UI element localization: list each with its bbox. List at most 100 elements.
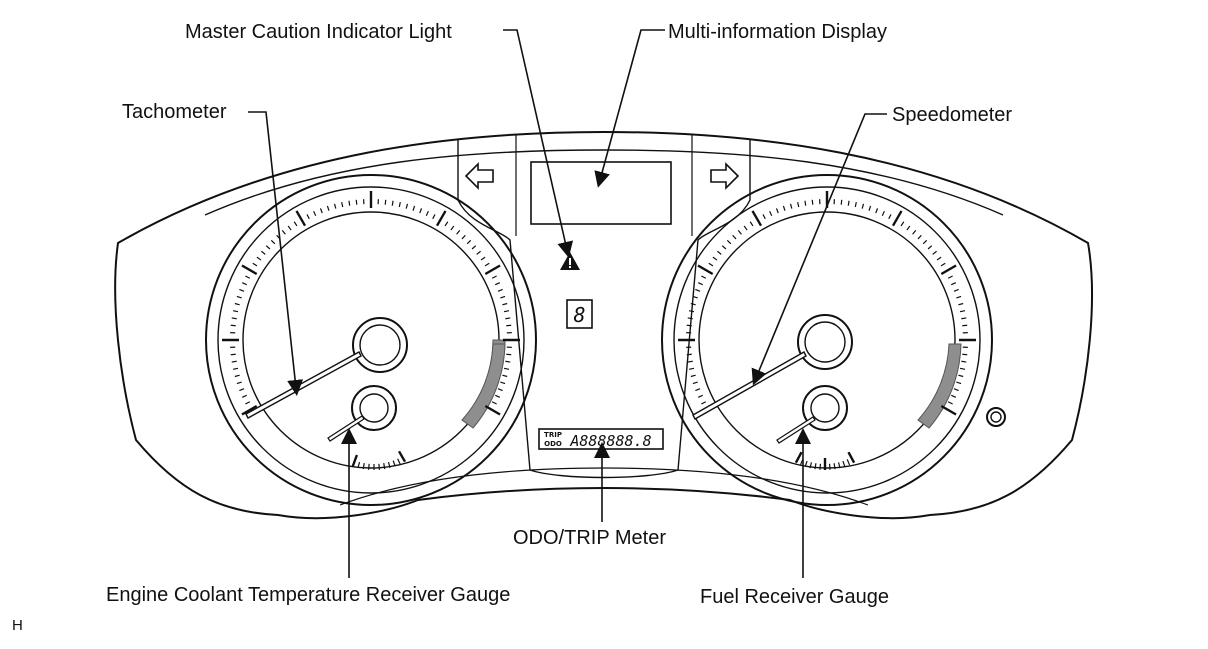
minor-tick [722, 246, 726, 249]
minor-tick [495, 395, 500, 397]
major-tick [753, 211, 762, 226]
minor-tick [954, 389, 959, 391]
minor-tick [261, 251, 265, 254]
minor-tick [709, 263, 713, 266]
minor-tick [472, 246, 476, 249]
minor-tick [294, 222, 297, 226]
minor-tick [923, 240, 927, 244]
minor-tick [384, 463, 385, 469]
major-tick [353, 455, 357, 466]
speedometer-red-zone [918, 344, 961, 428]
minor-tick [235, 304, 240, 305]
minor-tick [937, 257, 941, 260]
label-speedometer: Speedometer [892, 105, 1012, 125]
minor-tick [698, 283, 703, 285]
label-master-caution: Master Caution Indicator Light [185, 22, 452, 42]
minor-tick [958, 304, 963, 305]
minor-tick [307, 214, 309, 218]
minor-tick [426, 211, 428, 216]
speedometer-ticks [678, 191, 976, 415]
minor-tick [498, 289, 503, 291]
minor-tick [815, 463, 816, 469]
minor-tick [239, 289, 244, 291]
speedometer-needle [693, 352, 806, 419]
minor-tick [713, 257, 717, 260]
major-tick [796, 452, 802, 463]
odo-tag: ODO [544, 440, 562, 448]
odo-digits: A888888.8 [569, 432, 651, 450]
leader-master-caution [503, 30, 567, 250]
minor-tick [237, 382, 242, 384]
minor-tick [948, 276, 952, 278]
minor-tick [948, 402, 952, 404]
minor-tick [467, 240, 471, 244]
minor-tick [239, 389, 244, 391]
minor-tick [232, 318, 237, 319]
minor-tick [420, 208, 422, 213]
fuel-needle [777, 417, 815, 443]
minor-tick [502, 304, 507, 305]
minor-tick [951, 283, 956, 285]
minor-tick [812, 200, 813, 205]
minor-tick [855, 202, 856, 207]
minor-tick [245, 402, 249, 404]
label-tachometer: Tachometer [122, 102, 227, 122]
minor-tick [701, 276, 705, 278]
minor-tick [701, 402, 705, 404]
minor-tick [233, 368, 238, 369]
minor-tick [500, 382, 505, 384]
trip-tag: TRIP [544, 431, 562, 439]
minor-tick [399, 202, 400, 207]
minor-tick [495, 283, 500, 285]
minor-tick [882, 211, 884, 216]
minor-tick [237, 296, 242, 298]
minor-tick [385, 200, 386, 205]
minor-tick [889, 214, 891, 218]
minor-tick [691, 375, 696, 376]
minor-tick [320, 208, 322, 213]
minor-tick [960, 368, 965, 369]
minor-tick [691, 304, 696, 305]
minor-tick [288, 226, 291, 230]
minor-tick [869, 206, 871, 211]
minor-tick [392, 201, 393, 206]
tachometer-ticks [222, 191, 520, 415]
leader-multi-info [600, 30, 665, 180]
minor-tick [738, 230, 741, 234]
minor-tick [901, 222, 904, 226]
minor-tick [327, 206, 329, 211]
minor-tick [956, 296, 961, 298]
minor-tick [941, 263, 945, 266]
major-tick [848, 452, 854, 463]
minor-tick [504, 368, 509, 369]
minor-tick [451, 226, 454, 230]
major-tick [941, 266, 956, 275]
minor-tick [231, 325, 236, 326]
speedometer-gauge [662, 175, 992, 505]
minor-tick [791, 204, 792, 209]
major-tick [297, 211, 306, 226]
minor-tick [232, 361, 237, 362]
minor-tick [253, 263, 257, 266]
minor-tick [398, 459, 401, 464]
trip-reset-knob [987, 408, 1005, 426]
minor-tick [481, 257, 485, 260]
minor-tick [776, 208, 778, 213]
minor-tick [245, 276, 249, 278]
minor-tick [956, 382, 961, 384]
minor-tick [841, 200, 842, 205]
minor-tick [266, 246, 270, 249]
minor-tick [918, 235, 921, 239]
shift-indicator-digit: 8 [573, 303, 585, 327]
multi-information-display [531, 162, 671, 224]
minor-tick [798, 202, 799, 207]
minor-tick [506, 354, 511, 355]
minor-tick [233, 311, 238, 312]
minor-tick [717, 251, 721, 254]
minor-tick [689, 311, 694, 312]
minor-tick [695, 289, 700, 291]
minor-tick [242, 283, 247, 285]
minor-tick [954, 289, 959, 291]
minor-tick [406, 204, 407, 209]
